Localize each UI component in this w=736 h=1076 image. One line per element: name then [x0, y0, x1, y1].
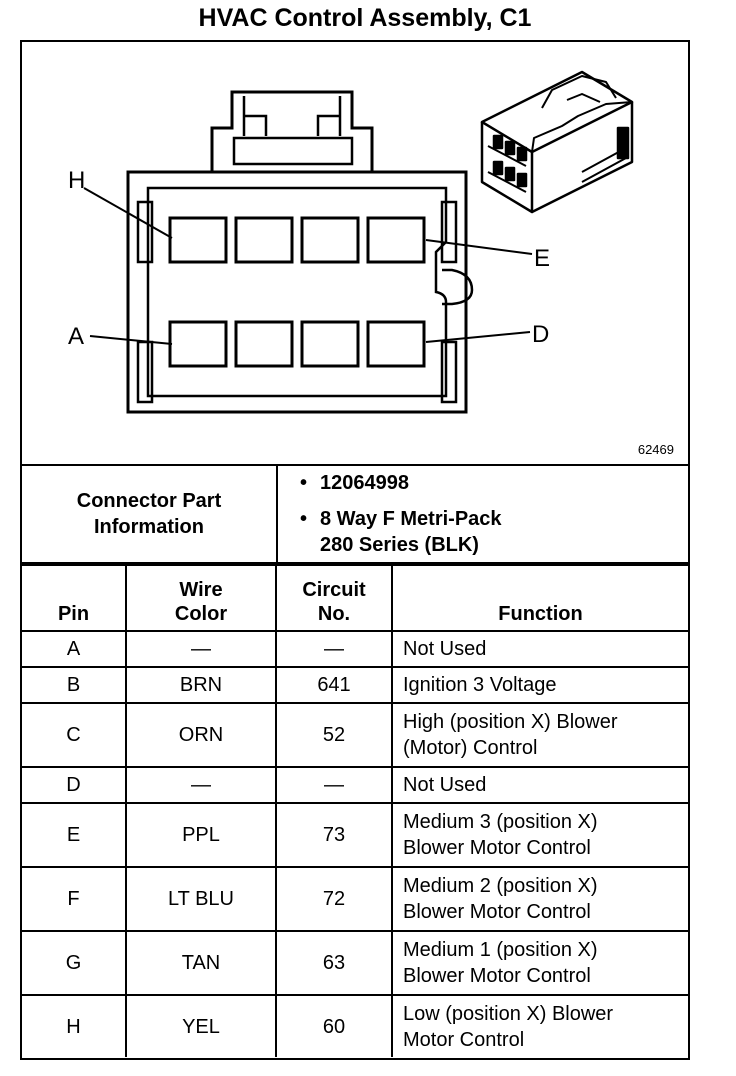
circuit-cell: 641	[275, 666, 393, 704]
connector-inner-outline	[146, 186, 448, 398]
function-cell: Not Used	[391, 766, 688, 804]
cavity-b	[234, 320, 294, 368]
leader-a	[89, 335, 173, 345]
table-header-row: Pin Wire Color Circuit No. Function	[22, 564, 688, 632]
cavity-d	[366, 320, 426, 368]
connector-part-info: Connector Part Information • 12064998 • …	[22, 466, 688, 564]
header-pin: Pin	[22, 564, 127, 632]
function-cell: Medium 2 (position X) Blower Motor Contr…	[391, 866, 688, 932]
header-circuit-no: Circuit No.	[275, 564, 393, 632]
bullet: •	[300, 508, 308, 530]
connector-isometric-view	[480, 70, 634, 214]
wire-color-cell: YEL	[125, 994, 277, 1057]
connector-part-label-line1: Connector Part	[76, 490, 222, 512]
figure-number: 62469	[637, 442, 674, 457]
wire-color-cell: BRN	[125, 666, 277, 704]
circuit-cell: —	[275, 766, 393, 804]
page-title: HVAC Control Assembly, C1	[198, 4, 532, 32]
label-d: D	[532, 321, 549, 348]
wire-color-cell: —	[125, 630, 277, 668]
pin-cell: D	[22, 766, 127, 804]
pin-cell: A	[22, 630, 127, 668]
table-row: G TAN 63 Medium 1 (position X) Blower Mo…	[22, 930, 688, 996]
connector-type-line1: 8 Way F Metri-Pack	[320, 508, 502, 530]
left-guide-top	[136, 200, 154, 264]
cavity-e	[366, 216, 426, 264]
leader-h	[83, 187, 173, 239]
function-cell: Not Used	[391, 630, 688, 668]
connector-body	[126, 170, 468, 414]
connector-type-item: • 8 Way F Metri-Pack	[300, 506, 502, 532]
cavity-c	[300, 320, 360, 368]
table-row: A — — Not Used	[22, 630, 688, 668]
label-e: E	[534, 245, 550, 272]
pin-cell: H	[22, 994, 127, 1057]
table-row: D — — Not Used	[22, 766, 688, 804]
connector-drawing: H E A D	[68, 70, 634, 414]
label-a: A	[68, 323, 84, 350]
wire-color-cell: PPL	[125, 802, 277, 868]
connector-diagram: H E A D	[22, 42, 688, 466]
pinout-table: Pin Wire Color Circuit No. Function A — …	[22, 564, 688, 1057]
latch-tab-right	[316, 96, 342, 136]
wire-color-cell: LT BLU	[125, 866, 277, 932]
wire-color-cell: ORN	[125, 702, 277, 768]
connector-part-label: Connector Part Information	[22, 466, 278, 562]
table-row: C ORN 52 High (position X) Blower (Motor…	[22, 702, 688, 768]
table-row: F LT BLU 72 Medium 2 (position X) Blower…	[22, 866, 688, 932]
wire-color-cell: TAN	[125, 930, 277, 996]
right-guide-top	[440, 200, 458, 264]
connector-sheet: H E A D	[20, 40, 690, 1060]
function-cell: Medium 3 (position X) Blower Motor Contr…	[391, 802, 688, 868]
table-row: E PPL 73 Medium 3 (position X) Blower Mo…	[22, 802, 688, 868]
connector-type-line2: 280 Series (BLK)	[320, 534, 479, 556]
latch-inner	[232, 136, 354, 166]
bullet: •	[300, 472, 308, 494]
connector-part-details: • 12064998 • 8 Way F Metri-Pack 280 Seri…	[278, 466, 686, 562]
function-cell: High (position X) Blower (Motor) Control	[391, 702, 688, 768]
cavity-f	[300, 216, 360, 264]
left-guide-bottom	[136, 340, 154, 404]
table-row: H YEL 60 Low (position X) Blower Motor C…	[22, 994, 688, 1057]
part-number-item: • 12064998	[300, 470, 409, 496]
wire-color-cell: —	[125, 766, 277, 804]
pin-cell: E	[22, 802, 127, 868]
pin-cell: G	[22, 930, 127, 996]
pin-cell: C	[22, 702, 127, 768]
polarizing-key	[442, 268, 474, 306]
pin-cell: B	[22, 666, 127, 704]
header-function: Function	[391, 564, 688, 632]
connector-latch	[210, 90, 374, 172]
leader-d	[425, 331, 531, 343]
cavity-h	[168, 216, 228, 264]
function-cell: Medium 1 (position X) Blower Motor Contr…	[391, 930, 688, 996]
circuit-cell: 73	[275, 802, 393, 868]
pin-cell: F	[22, 866, 127, 932]
function-cell: Low (position X) Blower Motor Control	[391, 994, 688, 1057]
circuit-cell: —	[275, 630, 393, 668]
connector-part-label-line2: Information	[94, 516, 204, 538]
header-wire-color: Wire Color	[125, 564, 277, 632]
leader-e	[425, 239, 533, 255]
circuit-cell: 52	[275, 702, 393, 768]
label-h: H	[68, 167, 85, 194]
circuit-cell: 63	[275, 930, 393, 996]
circuit-cell: 60	[275, 994, 393, 1057]
cavity-a	[168, 320, 228, 368]
function-cell: Ignition 3 Voltage	[391, 666, 688, 704]
cavity-g	[234, 216, 294, 264]
latch-tab-left	[242, 96, 268, 136]
circuit-cell: 72	[275, 866, 393, 932]
part-number: 12064998	[320, 472, 409, 494]
right-guide-bottom	[440, 340, 458, 404]
table-row: B BRN 641 Ignition 3 Voltage	[22, 666, 688, 704]
